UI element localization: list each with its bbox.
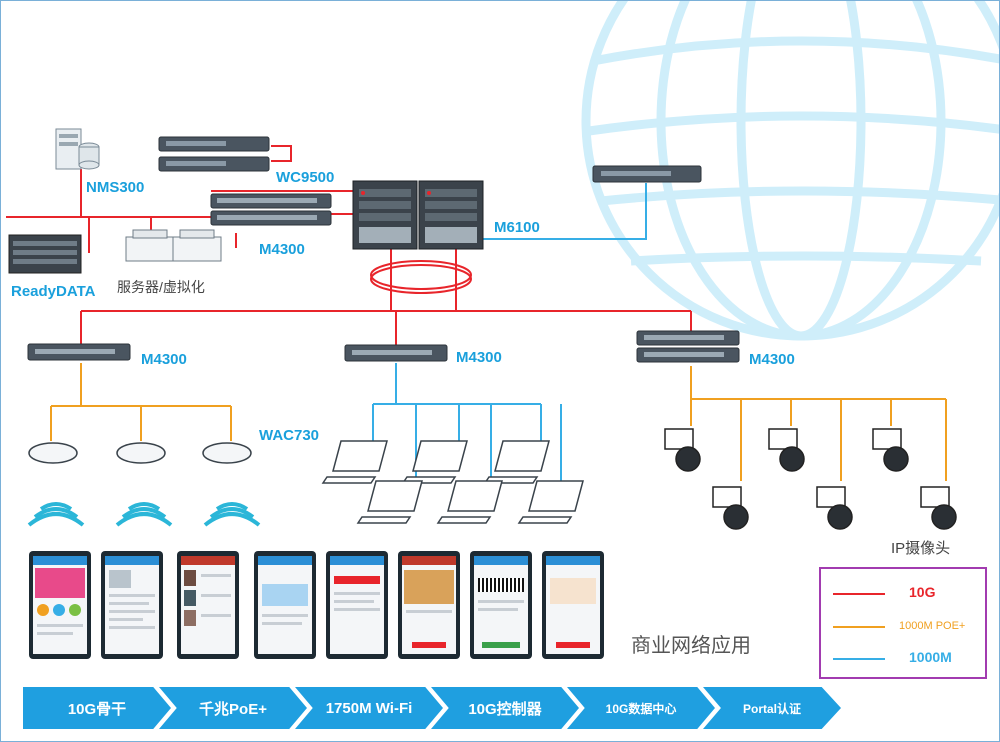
servers-label: 服务器/虚拟化 bbox=[117, 279, 205, 295]
m6100-label: M6100 bbox=[494, 219, 540, 236]
app-screenshot bbox=[470, 551, 532, 659]
blue-links bbox=[372, 183, 647, 481]
feature-gigabit-poe: 千兆PoE+ bbox=[159, 687, 307, 729]
nms300-label: NMS300 bbox=[86, 179, 145, 196]
app-screenshot bbox=[398, 551, 460, 659]
legend-swatch bbox=[833, 658, 885, 660]
core-m4300-label: M4300 bbox=[259, 241, 305, 258]
ip-camera-icons bbox=[664, 428, 957, 530]
app-screenshot bbox=[101, 551, 163, 659]
server-virtualization-icon bbox=[125, 229, 222, 262]
orange-links bbox=[50, 363, 947, 481]
feature-portal-auth: Portal认证 bbox=[703, 687, 841, 729]
globe-graphic bbox=[581, 1, 999, 341]
wc9500-controller-icon bbox=[158, 136, 270, 172]
business-apps-label: 商业网络应用 bbox=[631, 635, 751, 657]
readydata-label: ReadyDATA bbox=[11, 283, 96, 300]
m6100-chassis-icon bbox=[352, 180, 484, 250]
m4300-mid-label: M4300 bbox=[456, 349, 502, 366]
app-screenshot bbox=[254, 551, 316, 659]
wc9500-label: WC9500 bbox=[276, 169, 335, 186]
nms-server-icon bbox=[55, 128, 100, 170]
access-point-icons bbox=[28, 442, 252, 464]
laptop-icons bbox=[321, 440, 584, 524]
access-switch-left-icon bbox=[27, 343, 131, 361]
app-screenshot bbox=[542, 551, 604, 659]
legend-swatch bbox=[833, 593, 885, 595]
feature-10g-datacenter: 10G数据中心 bbox=[567, 687, 715, 729]
internet-switch-icon bbox=[592, 165, 702, 183]
legend-item-poe: 1000M POE+ bbox=[833, 617, 983, 637]
access-switch-mid-icon bbox=[344, 344, 448, 362]
legend-label: 10G bbox=[909, 584, 936, 600]
legend-swatch bbox=[833, 626, 885, 628]
access-switch-right-icon bbox=[636, 330, 740, 363]
legend-item-1000m: 1000M bbox=[833, 649, 983, 669]
feature-10g-controller: 10G控制器 bbox=[431, 687, 579, 729]
app-screenshot bbox=[326, 551, 388, 659]
ip-camera-label: IP摄像头 bbox=[891, 540, 951, 557]
legend-label: 1000M bbox=[909, 649, 952, 665]
wifi-signal-icons bbox=[27, 502, 261, 527]
legend-label: 1000M POE+ bbox=[899, 620, 966, 632]
m4300-left-label: M4300 bbox=[141, 351, 187, 368]
feature-wifi: 1750M Wi-Fi bbox=[295, 687, 443, 729]
wac730-label: WAC730 bbox=[259, 427, 320, 444]
app-screenshot bbox=[29, 551, 91, 659]
core-m4300-switch-icon bbox=[210, 193, 332, 226]
app-screenshot bbox=[177, 551, 239, 659]
legend-item-10g: 10G bbox=[833, 584, 983, 604]
m4300-right-label: M4300 bbox=[749, 351, 795, 368]
red-links bbox=[6, 145, 692, 346]
readydata-storage-icon bbox=[8, 234, 82, 274]
feature-10g-backbone: 10G骨干 bbox=[23, 687, 171, 729]
legend-box: 10G 1000M POE+ 1000M bbox=[819, 567, 987, 679]
